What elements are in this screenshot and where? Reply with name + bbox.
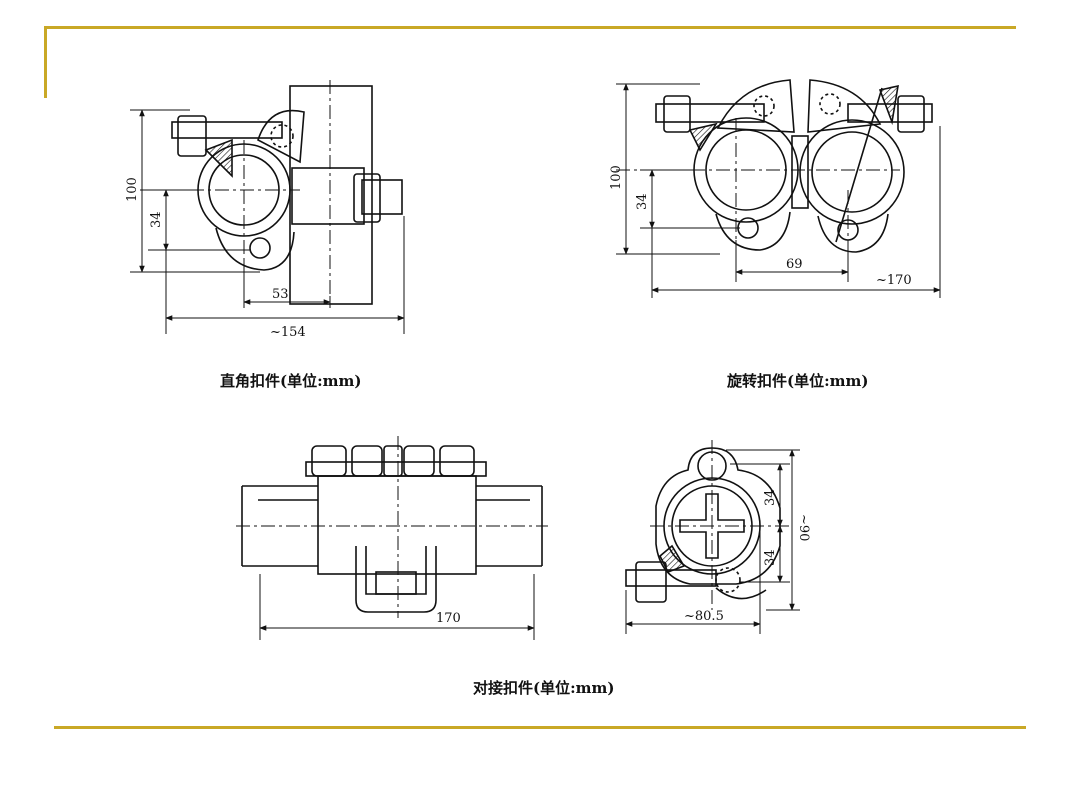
right-tube (476, 485, 543, 567)
dim-34-lower-butt-side: 34 (763, 549, 778, 566)
swivel-coupler-drawing (616, 79, 933, 270)
dim-90-butt-side: ~90 (796, 514, 811, 541)
dim-170-swivel: ~170 (876, 273, 912, 288)
right-angle-dimensions (130, 109, 405, 334)
coupler-body (317, 475, 477, 575)
top-bolt-bar (305, 461, 487, 477)
vertical-tube (289, 85, 373, 305)
butt-joint-front-drawing (236, 436, 548, 618)
dim-34-upper-butt-side: 34 (763, 489, 778, 506)
right-clamp-ring (799, 119, 905, 225)
dim-34-right-angle: 34 (149, 211, 164, 228)
right-angle-caption: 直角扣件(单位:mm) (220, 372, 362, 390)
butt-joint-side-drawing (625, 440, 790, 610)
dim-154-right-angle: ~154 (270, 325, 306, 340)
bottom-accent-line (54, 726, 1026, 729)
left-accent-line (44, 26, 47, 98)
left-bolt-rod (655, 103, 765, 123)
dim-69-swivel: 69 (786, 257, 803, 272)
butt-joint-front-dimensions (259, 574, 535, 640)
top-accent-line (44, 26, 1016, 29)
swivel-caption: 旋转扣件(单位:mm) (727, 372, 869, 390)
bolt-nut (177, 115, 207, 157)
side-bolt (361, 179, 403, 215)
dim-80-5-butt-side: ~80.5 (684, 609, 724, 624)
swivel-hinge (791, 135, 809, 209)
dim-34-swivel: 34 (635, 193, 650, 210)
side-bolt-rod (625, 569, 717, 587)
dim-100-right-angle: 100 (125, 177, 140, 202)
dim-100-swivel: 100 (609, 165, 624, 190)
swivel-dimensions (616, 83, 941, 298)
side-wedge (291, 167, 365, 225)
u-clamp (355, 546, 437, 613)
side-bolt-nut (635, 561, 667, 603)
hinge-ear (257, 109, 305, 164)
lower-jaw (215, 227, 295, 271)
bolt-rod (171, 121, 283, 139)
right-bolt-nut (897, 95, 925, 133)
butt-joint-caption: 对接扣件(单位:mm) (473, 679, 615, 697)
dim-53-right-angle: 53 (272, 287, 289, 302)
cross-insert (679, 493, 745, 559)
left-bolt-nut (663, 95, 691, 133)
butt-joint-side-dimensions (625, 449, 800, 634)
right-angle-coupler-drawing (140, 80, 403, 305)
dim-170-butt-joint: 170 (436, 611, 461, 626)
